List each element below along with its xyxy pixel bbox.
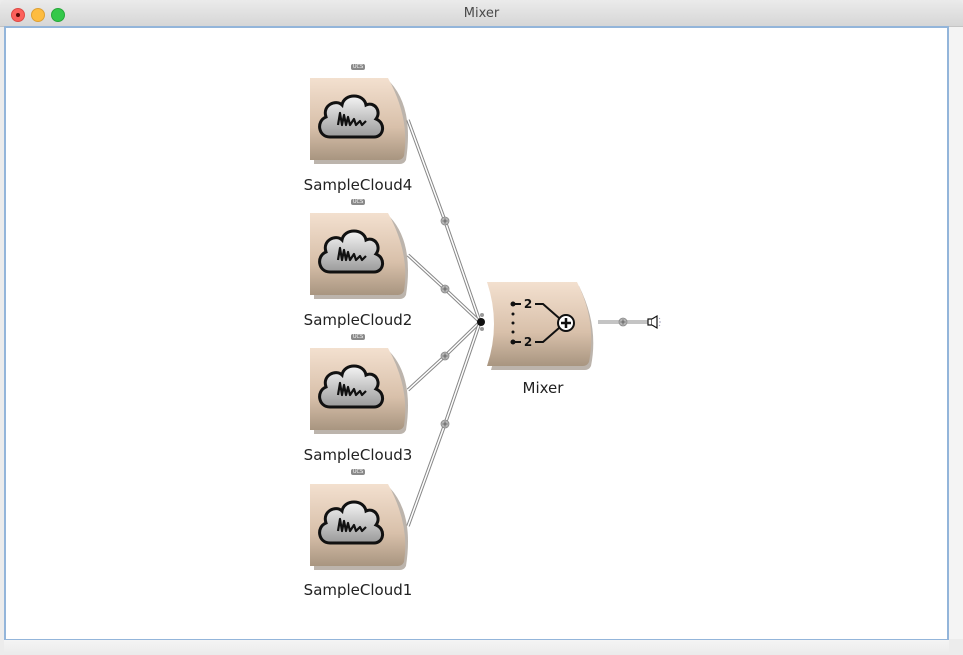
cable-node-icon[interactable] (440, 284, 450, 294)
cable-output[interactable] (598, 317, 648, 327)
bottom-bar (4, 640, 949, 655)
node-samplecloud2[interactable] (310, 213, 408, 299)
connections (406, 119, 648, 527)
right-edge (949, 27, 963, 639)
cable-samplecloud2[interactable] (406, 253, 482, 324)
node-samplecloud3[interactable] (310, 348, 408, 434)
cable-node-icon[interactable] (440, 216, 450, 226)
zoom-button[interactable] (51, 8, 65, 22)
cable-samplecloud4[interactable] (406, 119, 482, 323)
ucs-badge: UCS (351, 334, 365, 340)
node-samplecloud1[interactable] (310, 484, 408, 570)
node-mixer[interactable]: 2 2 (487, 282, 594, 370)
cable-node-icon[interactable] (618, 317, 628, 327)
ucs-badge: UCS (351, 199, 365, 205)
close-button[interactable] (11, 8, 25, 22)
minimize-button[interactable] (31, 8, 45, 22)
mixer-channel-label-bottom: 2 (524, 335, 532, 349)
mixer-channel-label-top: 2 (524, 297, 532, 311)
node-label-samplecloud3: SampleCloud3 (303, 446, 413, 464)
node-label-mixer: Mixer (522, 379, 564, 397)
cable-samplecloud3[interactable] (406, 320, 482, 392)
node-label-samplecloud1: SampleCloud1 (303, 581, 413, 599)
ucs-badge: UCS (351, 469, 365, 475)
ucs-badge: UCS (351, 64, 365, 70)
node-samplecloud4[interactable] (310, 78, 408, 164)
node-label-samplecloud2: SampleCloud2 (303, 311, 413, 329)
title-bar: Mixer (0, 0, 963, 27)
window-title: Mixer (463, 6, 500, 21)
speaker-icon[interactable] (647, 314, 661, 330)
mixer-input-port[interactable] (477, 313, 485, 331)
mixer-sum-icon: 2 2 (510, 297, 575, 349)
cable-samplecloud1[interactable] (406, 321, 482, 527)
cable-node-icon[interactable] (440, 419, 450, 429)
cable-node-icon[interactable] (440, 351, 450, 361)
node-label-samplecloud4: SampleCloud4 (303, 176, 413, 194)
